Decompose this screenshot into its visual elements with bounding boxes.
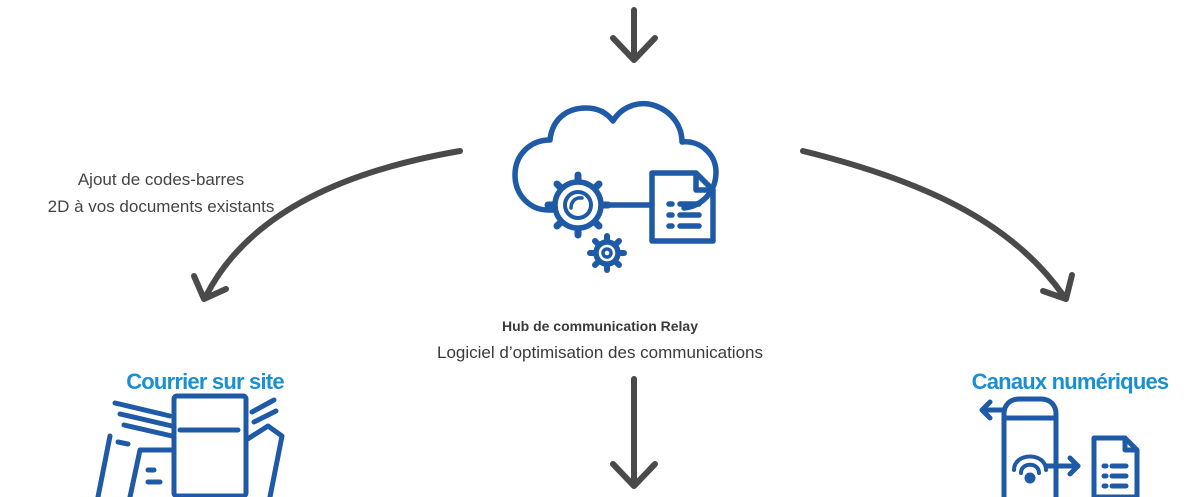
right-curved-arrow bbox=[800, 148, 1075, 302]
barcode-note-line-2: 2D à vos documents existants bbox=[47, 197, 275, 216]
document-icon bbox=[649, 170, 716, 244]
cloud-gears-document-icon bbox=[512, 100, 719, 273]
small-document-icon bbox=[1091, 435, 1140, 497]
bottom-down-arrow bbox=[610, 376, 658, 489]
barcode-note-line-1: Ajout de codes-barres bbox=[77, 170, 245, 189]
top-down-arrow bbox=[610, 7, 658, 63]
hub-subtitle: Logiciel d’optimisation des communicatio… bbox=[437, 343, 763, 362]
left-curved-arrow bbox=[191, 148, 463, 302]
digital-channels-title: Canaux numériques bbox=[971, 369, 1169, 394]
mobile-phone-document-icon bbox=[979, 396, 1140, 497]
onsite-mail-title: Courrier sur site bbox=[126, 369, 284, 394]
hub-title: Hub de communication Relay bbox=[501, 318, 699, 334]
large-gear-icon bbox=[544, 171, 612, 239]
small-gear-icon bbox=[587, 233, 627, 273]
barcode-note: Ajout de codes-barres 2D à vos documents… bbox=[0, 166, 322, 220]
mail-inserter-machine-icon bbox=[95, 393, 285, 497]
